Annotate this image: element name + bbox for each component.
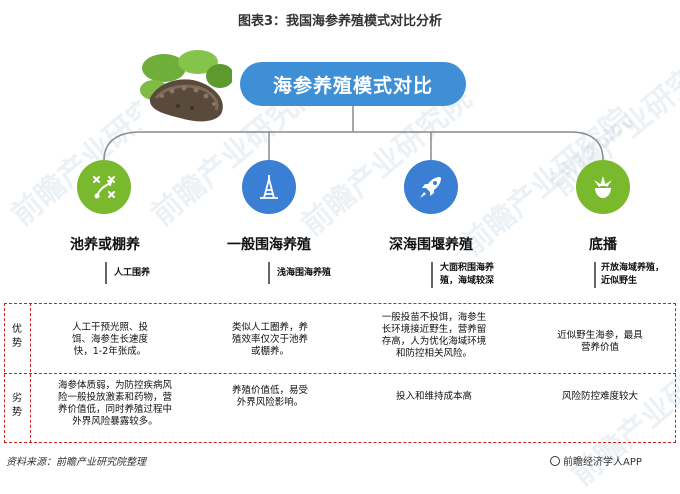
- table-cell: 一般投苗不投饵，海参生 长环境接近野生，营养留 存高，人为优化海域环境 和防控相…: [381, 312, 487, 359]
- mode-title: 底播: [589, 237, 617, 253]
- center-title-pill: 海参养殖模式对比: [240, 62, 466, 106]
- table-cell: 近似野生海参，最具 营养价值: [557, 330, 643, 353]
- brand: 前瞻经济学人APP: [550, 453, 642, 468]
- cloche-icon: [594, 176, 612, 198]
- tower-icon: [260, 175, 278, 199]
- table-cell: 风险防控难度较大: [561, 391, 638, 402]
- sub-bar: [431, 262, 433, 288]
- source-note: 资料来源：前瞻产业研究院整理: [6, 457, 146, 468]
- mode-icon-circle-sea-enclosure: [242, 160, 296, 214]
- mode-icon-circle-pond: [77, 160, 131, 214]
- tactics-board-icon: [93, 176, 115, 199]
- row-label-advantages: 优势: [12, 324, 22, 349]
- mode-title: 深海围堰养殖: [389, 237, 473, 253]
- sub-bar: [594, 262, 596, 288]
- table-cell: 人工干预光照、投 饵、海参生长速度 快，1-2年张成。: [71, 322, 148, 357]
- sea-cucumber-photo: [140, 46, 232, 128]
- mode-subtag: 人工围养: [114, 268, 151, 278]
- mode-subtag: 大面积围海养 殖，海域较深: [440, 263, 495, 286]
- table-cell: 海参体质弱，为防控疾病风 险一般投放激素和药物，营 养价值低，同时养殖过程中 外…: [57, 380, 172, 427]
- brand-logo-icon: [550, 455, 560, 466]
- row-label-disadvantages: 劣势: [12, 393, 22, 418]
- brand-name: 前瞻经济学人APP: [563, 457, 642, 468]
- table-cell: 养殖价值低，易受 外界风险影响。: [231, 385, 308, 408]
- row-divider: [4, 373, 676, 374]
- table-cell: 类似人工圈养，养 殖效率仅次于池养 或棚养。: [231, 322, 308, 357]
- table-cell: 投入和维持成本高: [395, 391, 472, 402]
- mode-title: 池养或棚养: [70, 237, 140, 253]
- column-divider: [30, 303, 31, 443]
- sub-bar: [105, 262, 107, 284]
- mode-title: 一般围海养殖: [227, 237, 311, 253]
- mode-subtag: 开放海域养殖， 近似野生: [601, 263, 665, 286]
- mode-icon-circle-bottom-sowing: [576, 160, 630, 214]
- sub-bar: [268, 262, 270, 284]
- figure-title: 图表3：我国海参养殖模式对比分析: [237, 14, 443, 29]
- mode-icon-circle-deep-sea: [404, 160, 458, 214]
- rocket-icon: [420, 177, 441, 198]
- mode-subtag: 浅海围海养殖: [277, 268, 332, 278]
